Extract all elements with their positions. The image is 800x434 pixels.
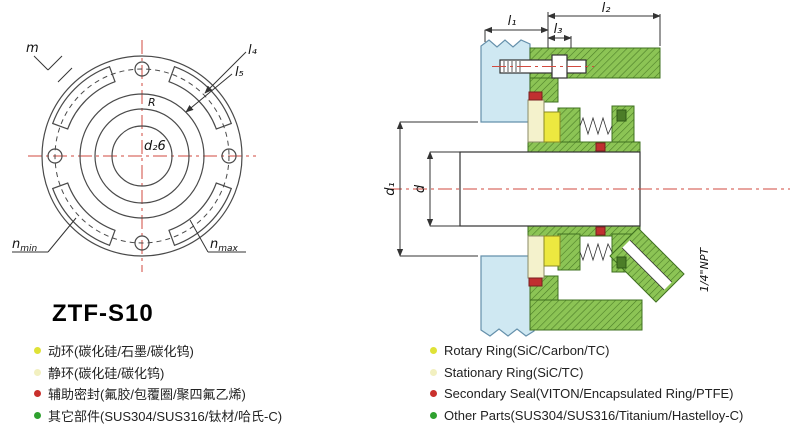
stationary-ring-top [527, 99, 545, 143]
legend-label: 动环(碳化硅/石墨/碳化钨) [48, 344, 194, 360]
springs [579, 116, 613, 262]
legend-item-rotary-en: Rotary Ring(SiC/Carbon/TC) [430, 340, 743, 362]
sleeve-oring-top [595, 142, 606, 152]
stationary-ring-bullet [34, 368, 41, 376]
secondary-seal-bullet [430, 390, 437, 398]
secondary-seal-top [528, 91, 543, 101]
label-d1: d₁ [383, 182, 398, 195]
legend-item-stationary-cn: 静环(碳化硅/碳化钨) [34, 362, 282, 384]
dim-l3: l₃ [547, 22, 572, 48]
legend-item-seal-en: Secondary Seal(VITON/Encapsulated Ring/P… [430, 383, 743, 405]
dim-l4-l5: l₄ l₅ [185, 43, 258, 113]
dim-m: m [26, 41, 73, 83]
label-n-max: nmax [210, 237, 239, 254]
front-centerlines [28, 40, 256, 272]
legend-label: 静环(碳化硅/碳化钨) [48, 365, 165, 381]
set-screw-bottom [616, 256, 627, 269]
front-view-drawing: m l₄ l₅ R d₂6 nmin nmax [12, 40, 258, 272]
npt-bore [621, 239, 673, 291]
front-bolt-holes [47, 61, 237, 251]
dim-n-max: nmax [189, 219, 246, 254]
legend-label: Other Parts(SUS304/SUS316/Titanium/Haste… [444, 407, 744, 423]
label-m: m [26, 41, 39, 56]
other-parts-bullet [430, 411, 437, 419]
stationary-ring-bullet [430, 368, 437, 376]
rotary-ring-bullet [34, 347, 41, 355]
legend-label: Rotary Ring(SiC/Carbon/TC) [444, 343, 610, 359]
label-l3: l₃ [554, 22, 563, 37]
dim-n-min: nmin [12, 217, 77, 254]
secondary-seal-bottom [528, 277, 543, 287]
label-l2: l₂ [602, 1, 611, 16]
label-d2: d₂6 [144, 139, 166, 154]
legend-label: Secondary Seal(VITON/Encapsulated Ring/P… [444, 386, 734, 402]
label-r: R [148, 96, 156, 109]
seal-rings [527, 91, 606, 287]
stationary-ring-bottom [527, 235, 545, 279]
other-parts-bullet [34, 411, 41, 419]
legend-item-seal-cn: 辅助密封(氟胶/包覆圈/聚四氟乙烯) [34, 383, 282, 405]
sleeve-oring-bottom [595, 226, 606, 236]
legend-label: Stationary Ring(SiC/TC) [444, 364, 584, 380]
legend-cn: 动环(碳化硅/石墨/碳化钨) 静环(碳化硅/碳化钨) 辅助密封(氟胶/包覆圈/聚… [34, 340, 282, 426]
label-l1: l₁ [508, 14, 517, 29]
legend-label: 其它部件(SUS304/SUS316/钛材/哈氏-C) [48, 408, 283, 424]
label-npt: 1/4"NPT [698, 247, 711, 293]
legend-label: 辅助密封(氟胶/包覆圈/聚四氟乙烯) [48, 387, 246, 403]
label-l4: l₄ [248, 43, 258, 58]
rotary-ring-top [543, 111, 561, 143]
dim-l1: l₁ [484, 14, 549, 42]
section-view-drawing: l₁ l₂ l₃ d₁ [383, 1, 790, 337]
housing-blue [480, 39, 535, 337]
rotary-ring-bottom [543, 235, 561, 267]
set-screw-top [616, 109, 627, 122]
dim-d: d [413, 151, 460, 227]
label-d: d [413, 184, 428, 193]
gland-bolt [492, 54, 594, 79]
label-l5: l₅ [235, 65, 244, 80]
rotary-ring-bullet [430, 347, 437, 355]
dim-d1: d₁ [383, 121, 478, 257]
secondary-seal-bullet [34, 390, 41, 398]
front-slots [51, 65, 233, 247]
legend-item-other-en: Other Parts(SUS304/SUS316/Titanium/Haste… [430, 405, 743, 427]
label-n-min: nmin [12, 237, 38, 254]
model-title: ZTF-S10 [52, 300, 154, 327]
front-circles [41, 55, 243, 257]
legend-item-stationary-en: Stationary Ring(SiC/TC) [430, 362, 743, 384]
legend-item-rotary-cn: 动环(碳化硅/石墨/碳化钨) [34, 340, 282, 362]
legend-en: Rotary Ring(SiC/Carbon/TC) Stationary Ri… [430, 340, 743, 426]
legend-item-other-cn: 其它部件(SUS304/SUS316/钛材/哈氏-C) [34, 405, 282, 427]
dim-l2: l₂ [547, 1, 661, 48]
